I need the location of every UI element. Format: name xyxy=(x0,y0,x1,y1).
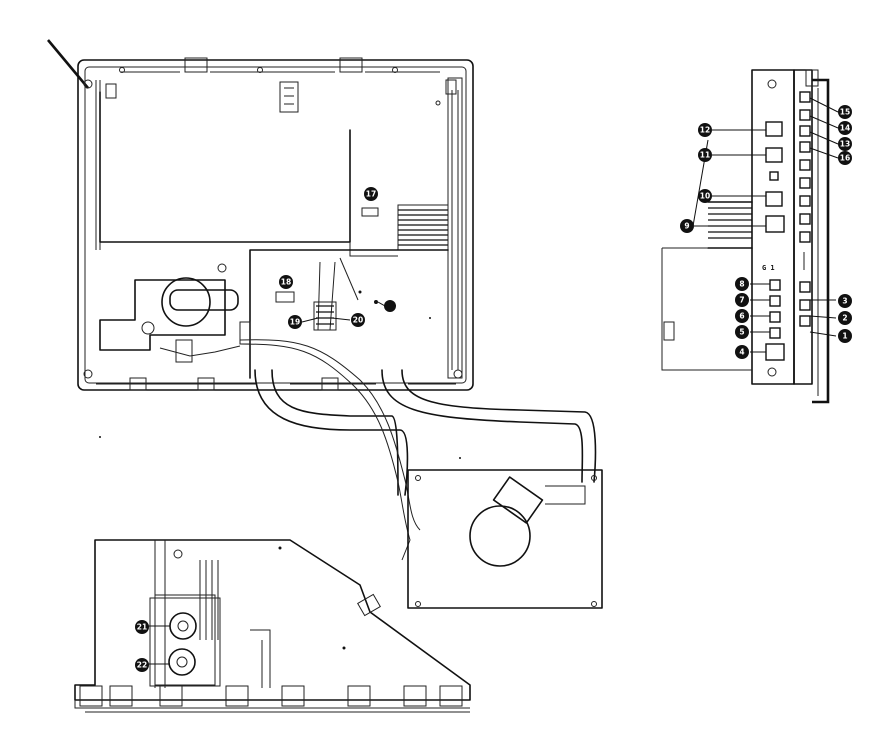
mechanism-assembly xyxy=(99,263,251,363)
callout-10: 10 xyxy=(698,189,712,203)
callout-7: 7 xyxy=(735,293,749,307)
flex-cables xyxy=(239,339,597,561)
ribbon-connector xyxy=(397,204,449,251)
callout-label: 16 xyxy=(840,154,850,163)
callout-label: 13 xyxy=(840,140,850,149)
callout-22: 22 xyxy=(135,658,149,672)
callout-label: 18 xyxy=(281,278,291,287)
callout-1: 1 xyxy=(838,329,852,343)
callout-label: 17 xyxy=(366,190,376,199)
lower-board xyxy=(407,457,603,609)
callout-18: 18 xyxy=(279,275,293,289)
callout-16: 16 xyxy=(838,151,852,165)
callout-label: 6 xyxy=(739,312,744,321)
callout-label: 19 xyxy=(290,318,300,327)
callout-label: 1 xyxy=(842,332,847,341)
callout-8: 8 xyxy=(735,277,749,291)
callout-label: 12 xyxy=(700,126,710,135)
callout-17: 17 xyxy=(364,187,378,201)
panel-tag-text: G 1 xyxy=(762,264,775,272)
callout-14: 14 xyxy=(838,121,852,135)
leader-lines xyxy=(148,97,839,665)
callout-5: 5 xyxy=(735,325,749,339)
callout-label: 14 xyxy=(840,124,850,133)
terminal-column xyxy=(799,91,811,327)
callout-label: 21 xyxy=(137,623,147,632)
callout-2: 2 xyxy=(838,311,852,325)
callout-label: 4 xyxy=(739,348,744,357)
callout-label: 20 xyxy=(353,316,363,325)
callout-label: 22 xyxy=(137,661,147,670)
callout-label: 15 xyxy=(840,108,850,117)
callout-label: 5 xyxy=(739,328,744,337)
callout-20: 20 xyxy=(351,313,365,327)
callout-label: 9 xyxy=(684,222,689,231)
callout-label: 11 xyxy=(700,151,710,160)
panel-tag: G 1 xyxy=(762,264,775,272)
callout-label: 10 xyxy=(700,192,710,201)
callout-label: 3 xyxy=(842,297,847,306)
callout-9: 9 xyxy=(680,219,694,233)
callout-label: 7 xyxy=(739,296,744,305)
callout-label: 8 xyxy=(739,280,744,289)
side-panel: G 1 xyxy=(661,69,830,404)
main-chassis xyxy=(47,39,474,391)
front-panel-board xyxy=(74,436,471,713)
callout-unlabeled xyxy=(384,300,396,312)
callout-21: 21 xyxy=(135,620,149,634)
callout-3: 3 xyxy=(838,294,852,308)
callout-12: 12 xyxy=(698,123,712,137)
callout-label: 2 xyxy=(842,314,847,323)
callout-19: 19 xyxy=(288,315,302,329)
callout-11: 11 xyxy=(698,148,712,162)
callout-15: 15 xyxy=(838,105,852,119)
callout-6: 6 xyxy=(735,309,749,323)
callout-4: 4 xyxy=(735,345,749,359)
callout-13: 13 xyxy=(838,137,852,151)
